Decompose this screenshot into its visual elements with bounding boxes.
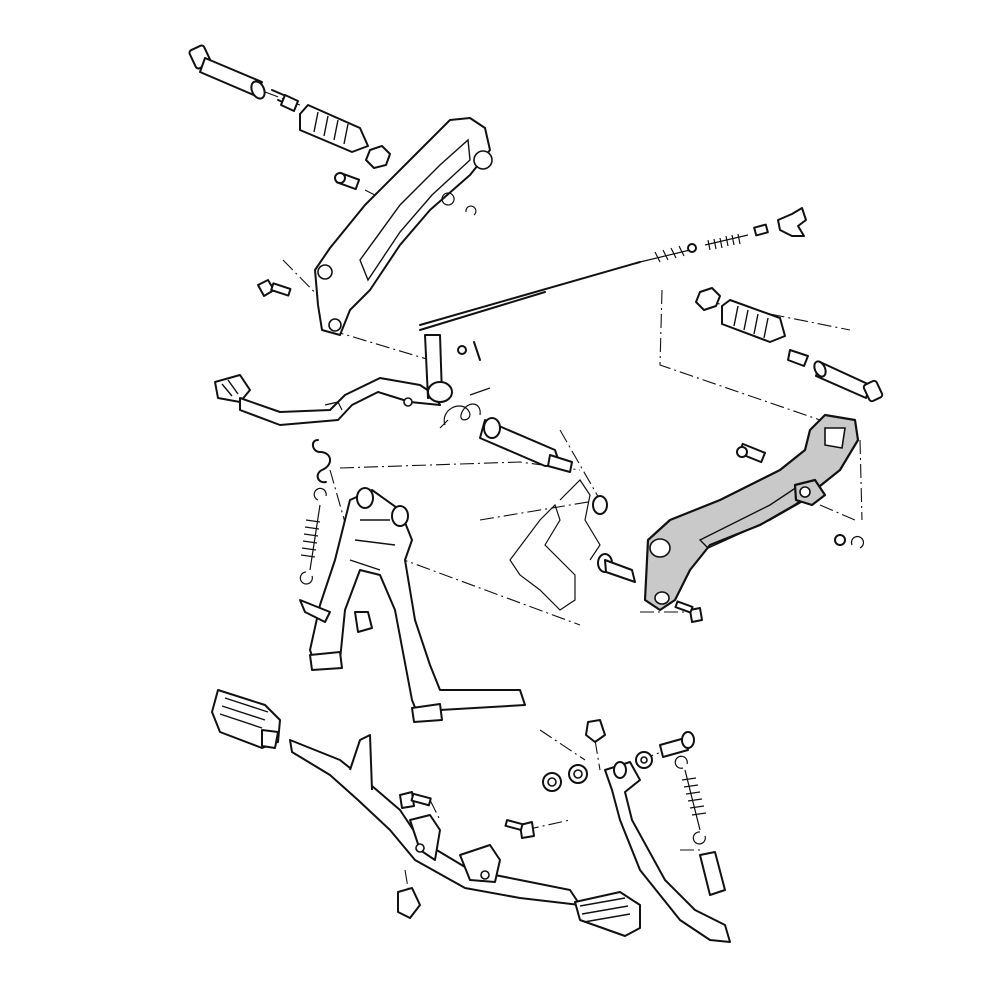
footpeg-rubber xyxy=(299,104,369,153)
frame-mount xyxy=(509,479,636,611)
bracket-bolt-right xyxy=(674,600,703,623)
bolt-lower-1 xyxy=(399,791,432,809)
centre-stand xyxy=(299,487,526,723)
footpeg-pin-2 xyxy=(813,360,884,403)
passenger-footpeg-left xyxy=(211,689,281,749)
bracket-pin xyxy=(736,442,766,464)
rear-left-footpeg-bracket[interactable] xyxy=(643,413,860,612)
e-clip-right xyxy=(850,535,865,549)
small-bolt xyxy=(334,171,361,191)
washer-right xyxy=(834,534,846,546)
footpeg-rubber-2 xyxy=(721,299,786,343)
brake-rod xyxy=(419,207,807,331)
top-footpeg-assembly xyxy=(188,44,493,336)
rubber-stopper xyxy=(397,887,421,919)
hex-nut-2 xyxy=(695,287,721,311)
cotter-pin-2 xyxy=(473,341,481,361)
brake-pedal xyxy=(214,334,453,426)
pivot-shaft xyxy=(479,417,573,473)
pin-washer xyxy=(280,94,299,112)
washer-small xyxy=(457,345,467,355)
side-stand-bolt xyxy=(659,731,695,758)
centre-stand-spring xyxy=(299,487,327,585)
pedal-return-spring xyxy=(439,387,491,429)
bracket-bolt xyxy=(257,279,292,297)
e-clip xyxy=(441,192,455,206)
bolt-lower-2 xyxy=(504,819,535,839)
right-footpeg-assembly xyxy=(695,287,884,403)
side-stand-nut xyxy=(585,719,606,743)
wing-nut xyxy=(777,207,807,237)
footrest-bar xyxy=(289,734,581,906)
spring-sleeve xyxy=(699,851,726,896)
upper-bracket-plate xyxy=(314,117,493,336)
side-stand-washers xyxy=(542,751,653,792)
spring-hook xyxy=(312,439,331,484)
side-stand xyxy=(604,761,731,943)
cotter-pin-3 xyxy=(787,349,809,367)
side-stand-spring xyxy=(674,755,707,845)
footpeg-pin xyxy=(188,44,266,100)
hex-nut xyxy=(365,145,391,169)
passenger-footpeg-right xyxy=(574,891,641,937)
